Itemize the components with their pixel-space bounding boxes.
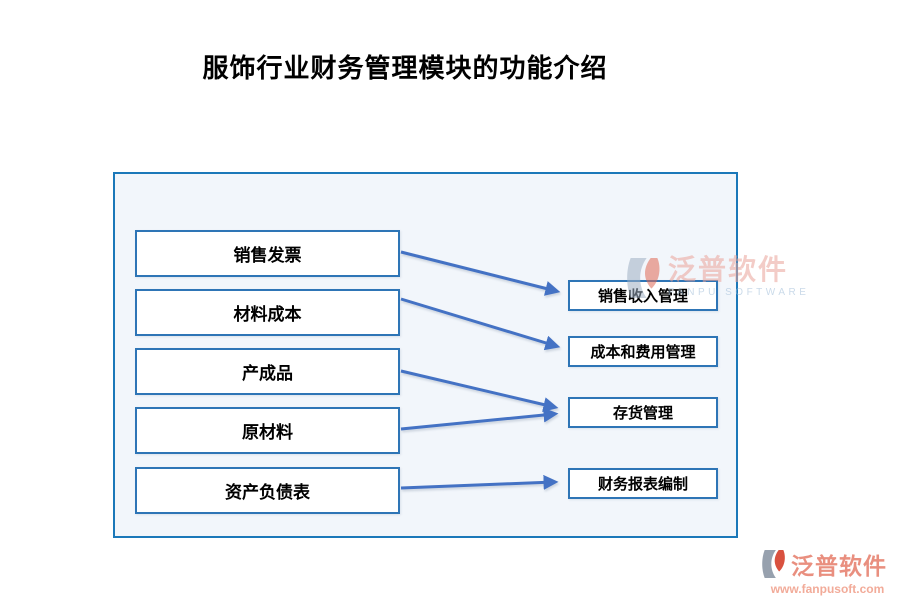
node-label: 存货管理 [612, 404, 673, 422]
diagram-panel: 销售发票 材料成本 产成品 原材料 资产负债表 销售收入管理 成本和费用管理 存… [113, 172, 738, 538]
node-inventory-mgmt: 存货管理 [568, 397, 718, 428]
node-balance-sheet: 资产负债表 [135, 467, 400, 514]
footer-logo: 泛普软件 www.fanpusoft.com [760, 547, 895, 596]
node-financial-report: 财务报表编制 [568, 468, 718, 499]
node-sales-invoice: 销售发票 [135, 230, 400, 277]
node-label: 销售收入管理 [597, 287, 688, 305]
node-finished-goods: 产成品 [135, 348, 400, 395]
node-label: 材料成本 [233, 305, 302, 325]
node-label: 原材料 [242, 423, 293, 443]
node-label: 销售发票 [233, 246, 302, 266]
node-label: 成本和费用管理 [590, 343, 696, 361]
node-material-cost: 材料成本 [135, 289, 400, 336]
node-raw-materials: 原材料 [135, 407, 400, 454]
page-title: 服饰行业财务管理模块的功能介绍 [202, 54, 608, 84]
node-label: 财务报表编制 [597, 475, 688, 493]
footer-brand-text: 泛普软件 [791, 554, 887, 580]
node-sales-revenue-mgmt: 销售收入管理 [568, 280, 718, 311]
node-label: 产成品 [242, 364, 293, 384]
node-label: 资产负债表 [225, 483, 310, 503]
fanpu-logo-icon [762, 550, 785, 578]
node-cost-expense-mgmt: 成本和费用管理 [568, 336, 718, 367]
footer-url-text: www.fanpusoft.com [770, 582, 885, 596]
